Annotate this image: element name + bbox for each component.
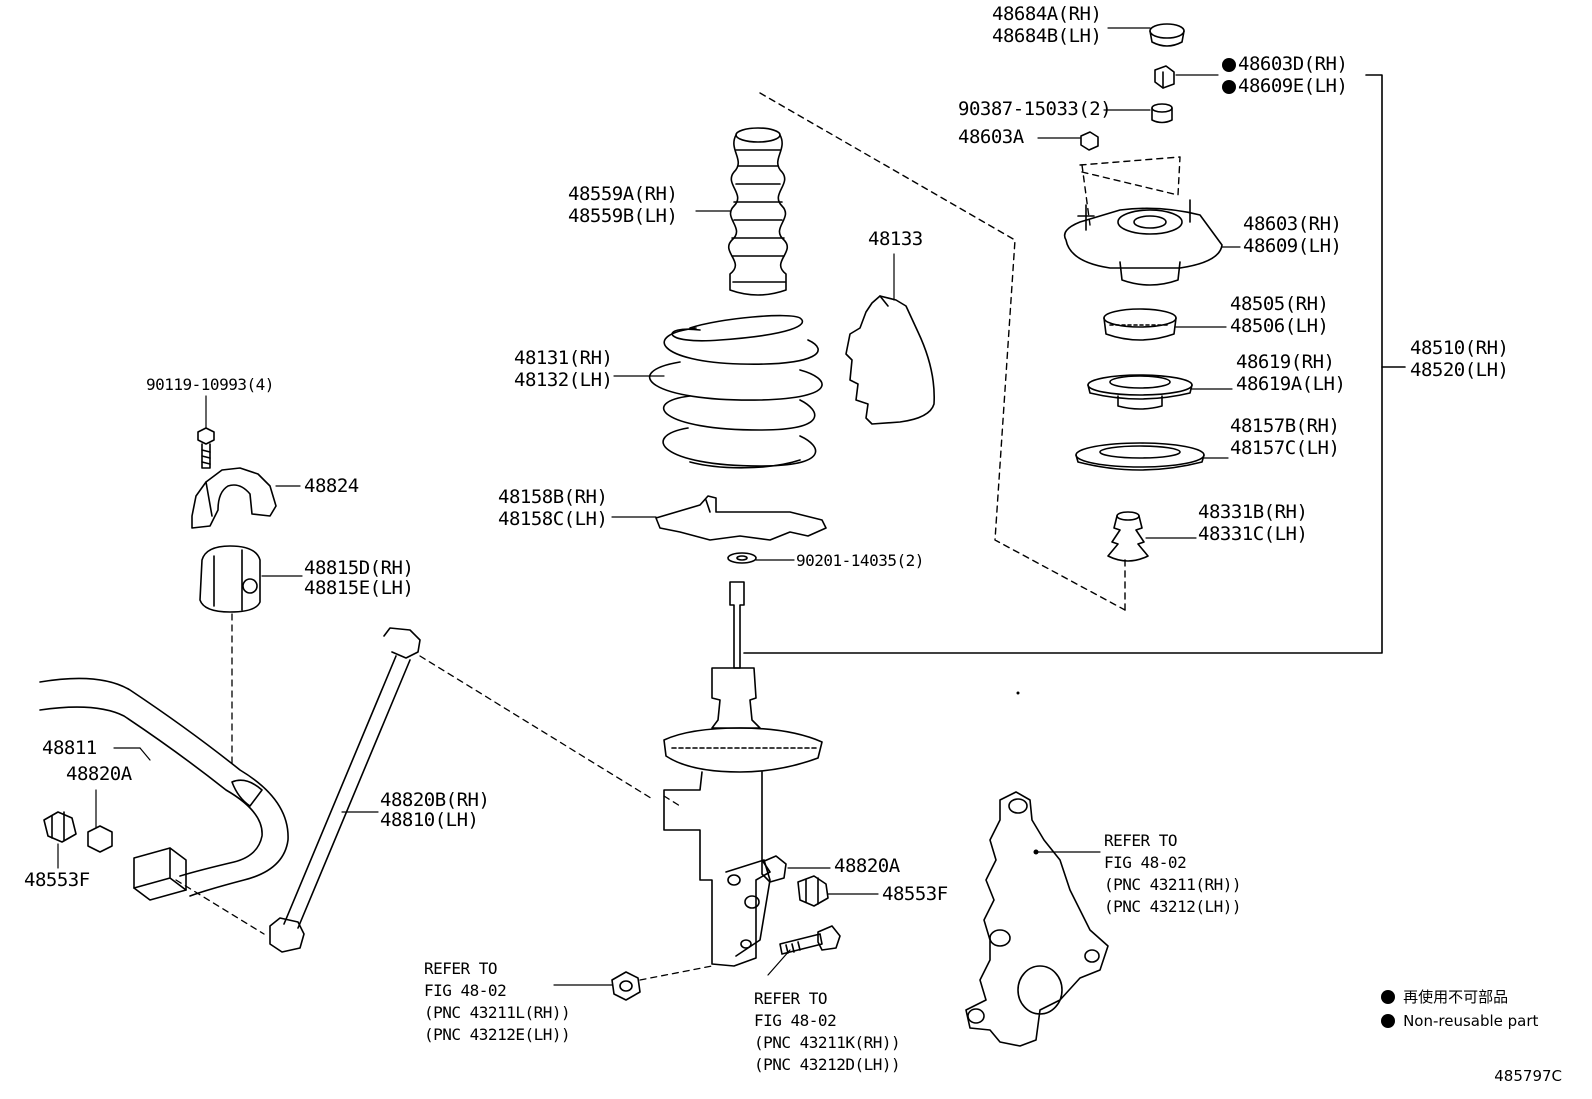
bolt-90119 bbox=[197, 427, 215, 469]
callout-48553f-mid: 48553F bbox=[882, 883, 948, 905]
non-reusable-marker-icon bbox=[1381, 1014, 1396, 1028]
callout-48158c-lh: 48158C(LH) bbox=[498, 508, 608, 530]
stabilizer-end-bushing bbox=[133, 847, 187, 901]
coil-spring-48131 bbox=[648, 314, 823, 469]
callout-48157b-rh: 48157B(RH) bbox=[1230, 415, 1340, 437]
callout-48132-lh: 48132(LH) bbox=[514, 369, 613, 391]
mount-dashed-outline bbox=[1079, 156, 1181, 226]
refer-line: (PNC 43211(RH)) bbox=[1104, 875, 1242, 894]
spring-seat-48619 bbox=[1087, 374, 1193, 410]
bump-stop-48331 bbox=[1107, 511, 1149, 562]
bushing-48553f-left bbox=[43, 811, 77, 843]
callout-90387: 90387-15033(2) bbox=[958, 98, 1112, 120]
callout-48559b-lh: 48559B(LH) bbox=[568, 205, 678, 227]
refer-line: (PNC 43211L(RH)) bbox=[424, 1003, 571, 1022]
callout-48331c-lh: 48331C(LH) bbox=[1198, 523, 1308, 545]
callout-48609e-lh: 48609E(LH) bbox=[1222, 76, 1348, 97]
refer-line: (PNC 43212E(LH)) bbox=[424, 1025, 571, 1044]
callout-48820a-mid: 48820A bbox=[834, 855, 900, 877]
callout-48619a-lh: 48619A(LH) bbox=[1236, 373, 1346, 395]
callout-48506-lh: 48506(LH) bbox=[1230, 315, 1329, 337]
nut-48820a-left bbox=[87, 825, 113, 853]
bearing-48505 bbox=[1103, 308, 1177, 341]
refer-line: FIG 48-02 bbox=[424, 981, 507, 1000]
callout-48684-rh: 48684A(RH) bbox=[992, 3, 1102, 25]
stabilizer-bracket-48824 bbox=[191, 467, 277, 529]
bushing-48553f-mid bbox=[797, 875, 829, 907]
callout-48520-lh: 48520(LH) bbox=[1410, 359, 1509, 381]
refer-line: REFER TO bbox=[1104, 831, 1178, 850]
insulator-48157 bbox=[1075, 442, 1205, 471]
spring-cover-48133 bbox=[845, 295, 935, 425]
stabilizer-bar-48811 bbox=[39, 677, 289, 897]
lower-nut bbox=[611, 971, 641, 1001]
callout-48810-lh: 48810(LH) bbox=[380, 809, 479, 831]
non-reusable-marker-icon bbox=[1381, 990, 1396, 1004]
refer-line: FIG 48-02 bbox=[1104, 853, 1187, 872]
callout-48811: 48811 bbox=[42, 737, 97, 759]
upper-group-dashed-outline bbox=[759, 92, 1126, 613]
refer-line: REFER TO bbox=[424, 959, 498, 978]
steering-knuckle bbox=[965, 791, 1109, 1047]
callout-48824: 48824 bbox=[304, 475, 359, 497]
legend-row-japanese: 再使用不可部品 bbox=[1362, 968, 1508, 1025]
callout-48820a-left: 48820A bbox=[66, 763, 132, 785]
callout-48331b-rh: 48331B(RH) bbox=[1198, 501, 1308, 523]
nut-48603a bbox=[1080, 131, 1099, 151]
callout-48815d-rh: 48815D(RH) bbox=[304, 557, 414, 579]
nut-48820a-mid bbox=[761, 855, 787, 883]
illustration-id: 485797C bbox=[1494, 1067, 1562, 1085]
callout-48553f-left: 48553F bbox=[24, 869, 90, 891]
strut-assembly bbox=[663, 581, 823, 967]
callout-48820b-rh: 48820B(RH) bbox=[380, 789, 490, 811]
refer-line: (PNC 43211K(RH)) bbox=[754, 1033, 901, 1052]
refer-line: FIG 48-02 bbox=[754, 1011, 837, 1030]
callout-48815e-lh: 48815E(LH) bbox=[304, 577, 414, 599]
legend-row-english: Non-reusable part bbox=[1362, 994, 1538, 1048]
callout-48157c-lh: 48157C(LH) bbox=[1230, 437, 1340, 459]
callout-48603a: 48603A bbox=[958, 126, 1024, 148]
refer-line: (PNC 43212(LH)) bbox=[1104, 897, 1242, 916]
callout-48158b-rh: 48158B(RH) bbox=[498, 486, 608, 508]
callout-48505-rh: 48505(RH) bbox=[1230, 293, 1329, 315]
dust-boot-48559 bbox=[727, 127, 789, 296]
callout-48603d-rh: 48603D(RH) bbox=[1222, 54, 1348, 75]
callout-48684-lh: 48684B(LH) bbox=[992, 25, 1102, 47]
washer-90201 bbox=[727, 552, 757, 564]
callout-90201: 90201-14035(2) bbox=[796, 551, 924, 570]
refer-line: (PNC 43212D(LH)) bbox=[754, 1055, 901, 1074]
non-reusable-marker-icon bbox=[1222, 58, 1236, 72]
callout-90119: 90119-10993(4) bbox=[146, 375, 274, 394]
assembly-bracket-48510 bbox=[743, 74, 1383, 654]
callout-48131-rh: 48131(RH) bbox=[514, 347, 613, 369]
cap-48684 bbox=[1149, 23, 1185, 47]
refer-line: REFER TO bbox=[754, 989, 828, 1008]
stabilizer-link-48820b bbox=[269, 627, 421, 953]
callout-48619-rh: 48619(RH) bbox=[1236, 351, 1335, 373]
callout-48133: 48133 bbox=[868, 228, 923, 250]
nut-48603d bbox=[1154, 65, 1175, 89]
lower-insulator-48158 bbox=[655, 495, 827, 541]
callout-48510-rh: 48510(RH) bbox=[1410, 337, 1509, 359]
collar-90387 bbox=[1151, 103, 1173, 124]
non-reusable-marker-icon bbox=[1222, 80, 1236, 94]
callout-48603-rh: 48603(RH) bbox=[1243, 213, 1342, 235]
stabilizer-bushing-48815 bbox=[199, 545, 261, 613]
lower-bolt bbox=[779, 925, 841, 955]
upper-mount-48603 bbox=[1063, 199, 1223, 286]
callout-48559a-rh: 48559A(RH) bbox=[568, 183, 678, 205]
callout-48609-lh: 48609(LH) bbox=[1243, 235, 1342, 257]
